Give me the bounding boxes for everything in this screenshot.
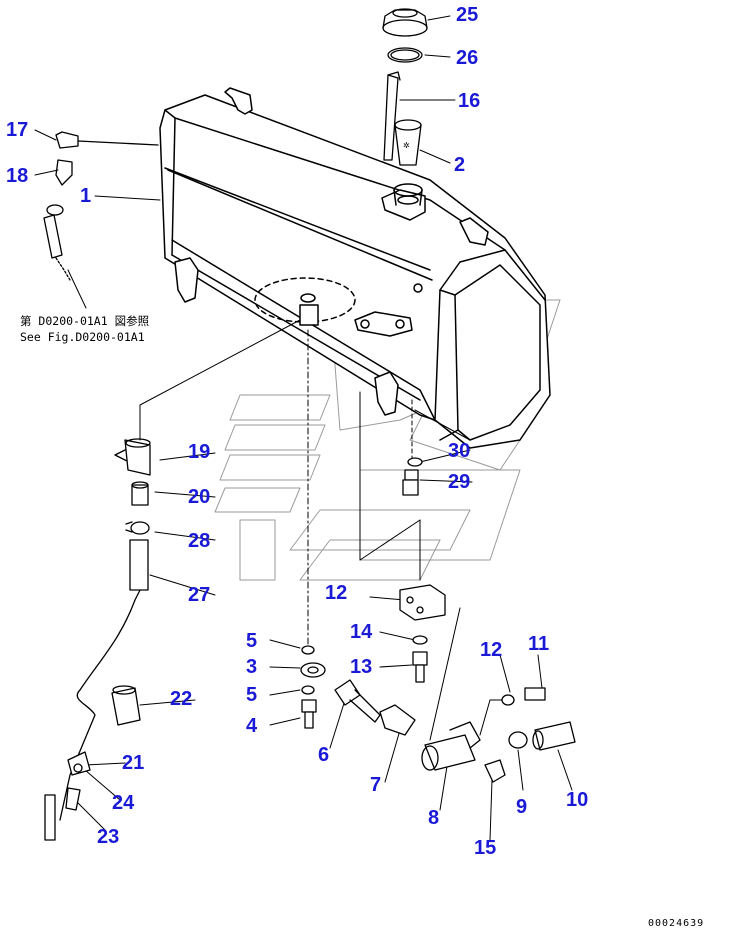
hose-19 xyxy=(43,214,63,259)
callout-27: 26 xyxy=(456,47,479,69)
reference-note-ja: 第 D0200-01A1 図参照 xyxy=(20,314,150,328)
callout-20: 19 xyxy=(188,441,211,463)
bolt-11 xyxy=(524,687,546,701)
callout-7: 7 xyxy=(370,774,382,796)
callout-29: 28 xyxy=(188,530,211,552)
callout-2: 2 xyxy=(454,154,466,176)
fuel-tank xyxy=(159,87,551,449)
callout-13: 12 xyxy=(325,582,348,604)
washer-5a xyxy=(301,645,315,655)
callout-15: 14 xyxy=(350,621,373,643)
callout-1: 1 xyxy=(80,185,92,207)
clamp-22 xyxy=(67,751,91,776)
reference-note-en: See Fig.D0200-01A1 xyxy=(20,330,145,344)
o-ring xyxy=(387,47,423,63)
cock-20 xyxy=(114,438,151,476)
callout-22: 21 xyxy=(122,752,145,774)
hose-6 xyxy=(334,679,381,723)
callout-23: 22 xyxy=(170,688,193,710)
leader-lines xyxy=(34,15,573,841)
sleeve-23 xyxy=(111,685,141,726)
callout-5-top: 5 xyxy=(246,630,258,652)
sensor-body-8 xyxy=(421,721,481,771)
callout-19: 18 xyxy=(6,165,29,187)
clamp-19 xyxy=(46,204,64,216)
bolt-4 xyxy=(301,699,317,729)
plug-9 xyxy=(508,731,528,749)
bracket-13 xyxy=(399,584,446,621)
elbow-16 xyxy=(484,759,506,783)
document-id: 00024639 xyxy=(648,918,705,929)
callout-14: 13 xyxy=(350,656,373,678)
callout-17: 16 xyxy=(458,90,481,112)
callout-9: 9 xyxy=(516,796,528,818)
washer-31 xyxy=(407,457,423,467)
callout-3: 3 xyxy=(246,656,258,678)
nipple-21 xyxy=(131,481,149,506)
washer-15 xyxy=(412,635,428,645)
callout-4: 4 xyxy=(246,715,258,737)
callout-11: 11 xyxy=(528,633,550,655)
clamp-29 xyxy=(125,521,150,535)
callout-26: 25 xyxy=(456,4,479,26)
bolt-24 xyxy=(65,787,81,811)
washer-12 xyxy=(501,694,515,706)
bolt-30 xyxy=(402,469,419,496)
callout-30: 29 xyxy=(448,471,471,493)
callout-28: 27 xyxy=(188,584,211,606)
valve-19 xyxy=(55,159,73,186)
connector-7 xyxy=(379,704,416,736)
callout-12: 12 xyxy=(480,639,503,661)
joint-3 xyxy=(300,662,326,678)
callout-16: 15 xyxy=(474,837,497,859)
drain-hose xyxy=(59,589,141,821)
callout-5-bottom: 5 xyxy=(246,684,258,706)
hose-28 xyxy=(129,539,149,591)
strainer: ✲ xyxy=(394,119,422,166)
callout-31: 30 xyxy=(448,440,471,462)
svg-text:✲: ✲ xyxy=(403,141,410,150)
hose-end xyxy=(44,794,56,841)
fitting-18 xyxy=(55,131,159,149)
callout-18: 17 xyxy=(6,119,29,141)
callout-21: 20 xyxy=(188,486,211,508)
washer-5b xyxy=(301,685,315,695)
callout-24: 23 xyxy=(97,826,120,848)
level-gauge xyxy=(383,71,401,161)
callout-10: 10 xyxy=(566,789,589,811)
filler-cap xyxy=(382,8,428,37)
callout-25: 24 xyxy=(112,792,135,814)
bolt-14 xyxy=(412,651,428,683)
sensor-10 xyxy=(532,721,576,751)
callout-6: 6 xyxy=(318,744,330,766)
callout-8: 8 xyxy=(428,807,440,829)
